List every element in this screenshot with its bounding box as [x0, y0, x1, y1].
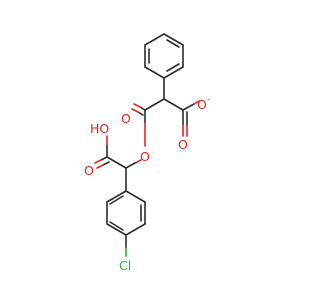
atom-o-acid-double: O — [84, 163, 94, 178]
atom-o-carboxylate-single: O — [197, 97, 207, 112]
structure-drawing: O O O O - HO O Cl — [84, 33, 210, 273]
atom-o-carboxylate-double: O — [178, 137, 188, 152]
bond-ch-carboxylate — [163, 98, 184, 111]
atom-o-ester: O — [140, 149, 150, 164]
atom-o-ketone: O — [121, 111, 131, 126]
phenyl-ring — [144, 33, 184, 79]
atom-cl: Cl — [119, 258, 131, 273]
atom-ho: HO — [90, 121, 109, 136]
bond-ch-ester — [144, 98, 165, 111]
chlorophenyl-ring — [106, 190, 146, 236]
molecule-diagram: O O O O - HO O Cl — [84, 33, 211, 273]
negative-charge: - — [207, 95, 210, 105]
